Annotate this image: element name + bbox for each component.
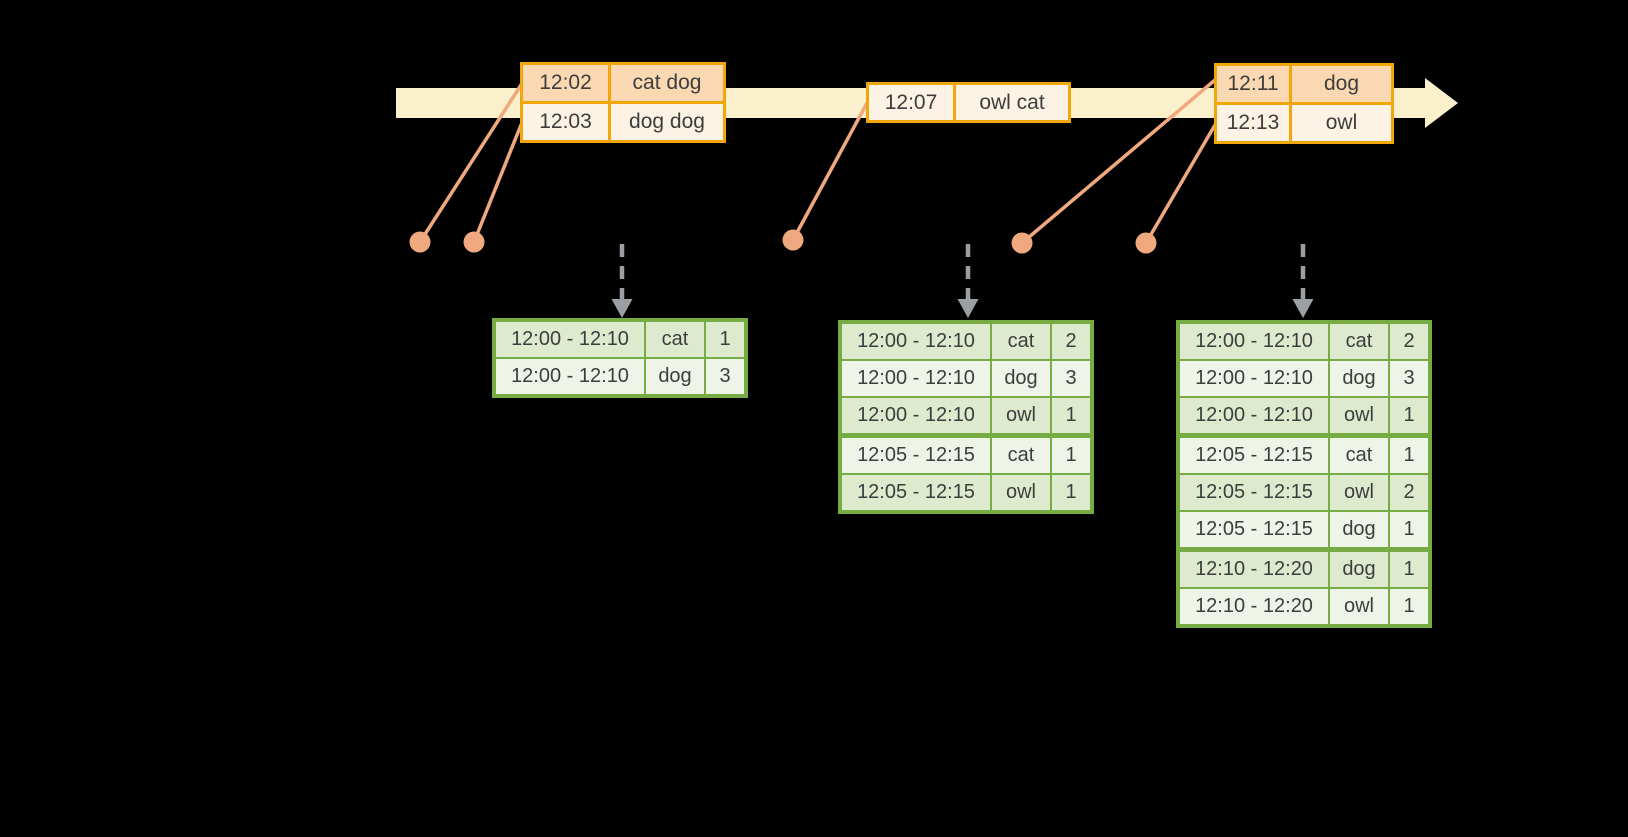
trigger-arrow-icon [957, 244, 979, 318]
result-word-cell: owl [1330, 475, 1388, 510]
result-count-cell: 1 [1390, 512, 1428, 547]
result-count-cell: 1 [1390, 589, 1428, 624]
connector-line [791, 101, 869, 242]
result-window-cell: 12:05 - 12:15 [1180, 512, 1328, 547]
result-window-cell: 12:05 - 12:15 [1180, 475, 1328, 510]
result-word-cell: owl [1330, 589, 1388, 624]
result-count-cell: 1 [1390, 398, 1428, 433]
result-window-cell: 12:05 - 12:15 [1180, 438, 1328, 473]
event-time-cell: 12:03 [523, 104, 608, 140]
result-window-cell: 12:00 - 12:10 [496, 359, 644, 394]
event-time-cell: 12:07 [869, 85, 953, 120]
connector-line [418, 83, 523, 244]
event-dot [1011, 232, 1033, 254]
result-word-cell: dog [1330, 552, 1388, 587]
result-count-cell: 3 [1390, 361, 1428, 396]
result-window-cell: 12:05 - 12:15 [842, 438, 990, 473]
result-word-cell: dog [1330, 361, 1388, 396]
result-count-cell: 1 [1052, 438, 1090, 473]
connector-line [472, 123, 523, 244]
result-count-cell: 1 [1052, 475, 1090, 510]
result-window-cell: 12:00 - 12:10 [842, 324, 990, 359]
event-time-cell: 12:11 [1217, 66, 1289, 102]
result-word-cell: cat [1330, 324, 1388, 359]
result-word-cell: cat [1330, 438, 1388, 473]
result-window-cell: 12:00 - 12:10 [842, 361, 990, 396]
result-window-cell: 12:00 - 12:10 [1180, 361, 1328, 396]
result-window-cell: 12:10 - 12:20 [1180, 552, 1328, 587]
result-window-cell: 12:00 - 12:10 [1180, 398, 1328, 433]
result-count-cell: 1 [1052, 398, 1090, 433]
event-words-cell: owl [1292, 105, 1391, 141]
result-count-cell: 3 [706, 359, 744, 394]
event-words-cell: cat dog [611, 65, 723, 101]
result-word-cell: dog [646, 359, 704, 394]
result-count-cell: 2 [1390, 324, 1428, 359]
result-word-cell: dog [992, 361, 1050, 396]
result-word-cell: owl [992, 398, 1050, 433]
result-count-cell: 3 [1052, 361, 1090, 396]
result-window-cell: 12:00 - 12:10 [1180, 324, 1328, 359]
result-window-cell: 12:10 - 12:20 [1180, 589, 1328, 624]
event-time-cell: 12:13 [1217, 105, 1289, 141]
connector-lines [418, 78, 1217, 245]
event-dot [463, 231, 485, 253]
result-word-cell: cat [992, 324, 1050, 359]
event-words-cell: dog dog [611, 104, 723, 140]
result-count-cell: 1 [706, 322, 744, 357]
event-words-cell: owl cat [956, 85, 1068, 120]
result-word-cell: cat [646, 322, 704, 357]
timeline-arrowhead-icon [1425, 78, 1458, 128]
result-window-cell: 12:00 - 12:10 [496, 322, 644, 357]
result-word-cell: cat [992, 438, 1050, 473]
connector-line [1144, 123, 1217, 245]
trigger-arrow-icon [1292, 244, 1314, 318]
result-word-cell: dog [1330, 512, 1388, 547]
result-word-cell: owl [1330, 398, 1388, 433]
result-count-cell: 1 [1390, 552, 1428, 587]
trigger-arrow-icon [611, 244, 633, 318]
event-dot [1135, 232, 1157, 254]
event-time-cell: 12:02 [523, 65, 608, 101]
connector-line [1020, 78, 1217, 245]
result-window-cell: 12:00 - 12:10 [842, 398, 990, 433]
event-dot [782, 229, 804, 251]
result-count-cell: 2 [1052, 324, 1090, 359]
event-dots [409, 229, 1157, 254]
result-window-cell: 12:05 - 12:15 [842, 475, 990, 510]
event-words-cell: dog [1292, 66, 1391, 102]
event-dot [409, 231, 431, 253]
trigger-arrows [611, 244, 1314, 318]
result-count-cell: 1 [1390, 438, 1428, 473]
result-count-cell: 2 [1390, 475, 1428, 510]
result-word-cell: owl [992, 475, 1050, 510]
